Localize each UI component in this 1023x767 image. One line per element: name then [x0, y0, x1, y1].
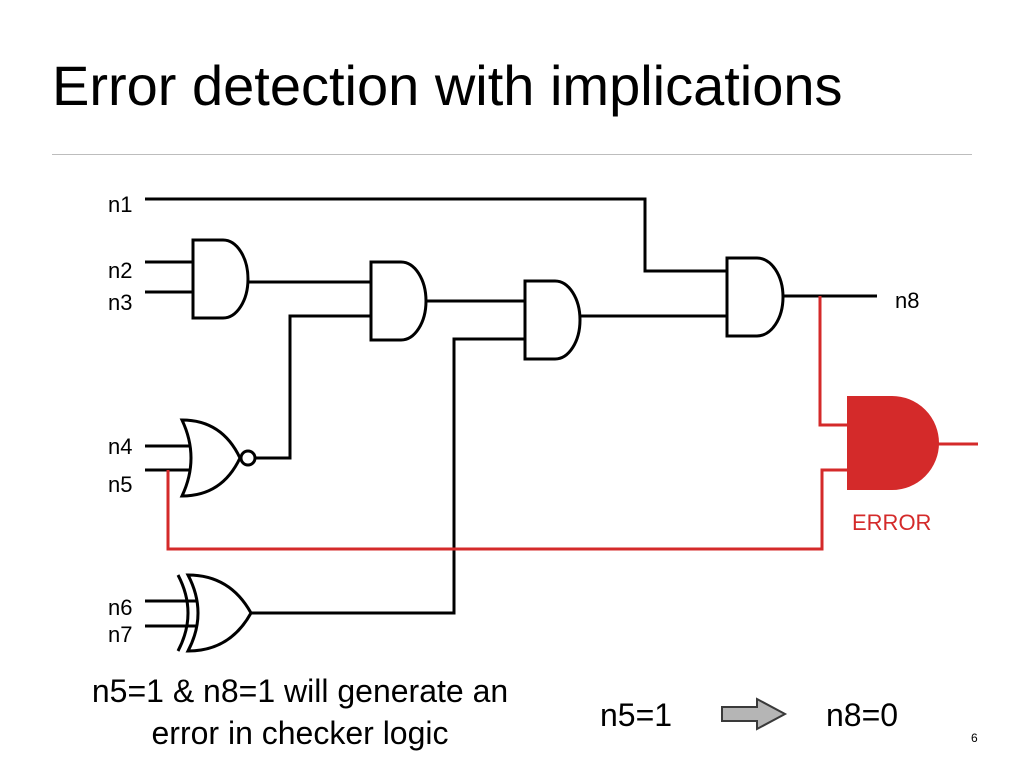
nor-inversion-bubble — [239, 449, 257, 467]
and-gate-2 — [369, 260, 428, 342]
nor-gate — [179, 418, 242, 498]
and-gate-1 — [191, 238, 250, 320]
implication-lhs: n5=1 — [600, 697, 673, 733]
implication-arrow-icon — [721, 697, 788, 731]
title-divider — [52, 154, 972, 155]
wire-xnor-out — [251, 337, 525, 615]
caption-line-1: n5=1 & n8=1 will generate an — [91, 673, 509, 709]
label-n5: n5 — [108, 472, 133, 497]
label-n7: n7 — [108, 622, 133, 647]
label-n3: n3 — [108, 290, 133, 315]
implication-rhs: n8=0 — [826, 697, 899, 733]
checker-wire-n8 — [818, 296, 850, 427]
caption-line-2: error in checker logic — [151, 715, 449, 751]
wire-n1 — [145, 197, 727, 273]
checker-wire-n5 — [166, 468, 850, 551]
label-n6: n6 — [108, 595, 133, 620]
wire-nor-out — [256, 314, 371, 460]
checker-and-gate — [847, 396, 939, 490]
and-gate-4 — [725, 256, 785, 338]
checker-error-label: ERROR — [852, 510, 932, 535]
label-n4: n4 — [108, 434, 133, 459]
xnor-gate — [185, 573, 253, 653]
and-gate-3 — [523, 279, 582, 361]
label-n8: n8 — [895, 288, 920, 313]
label-n2: n2 — [108, 258, 133, 283]
slide-title: Error detection with implications — [52, 54, 843, 117]
page-number: 6 — [971, 731, 978, 745]
label-n1: n1 — [108, 192, 133, 217]
xnor-extra-arc — [176, 574, 190, 652]
caption: n5=1 & n8=1 will generate an error in ch… — [20, 670, 580, 754]
